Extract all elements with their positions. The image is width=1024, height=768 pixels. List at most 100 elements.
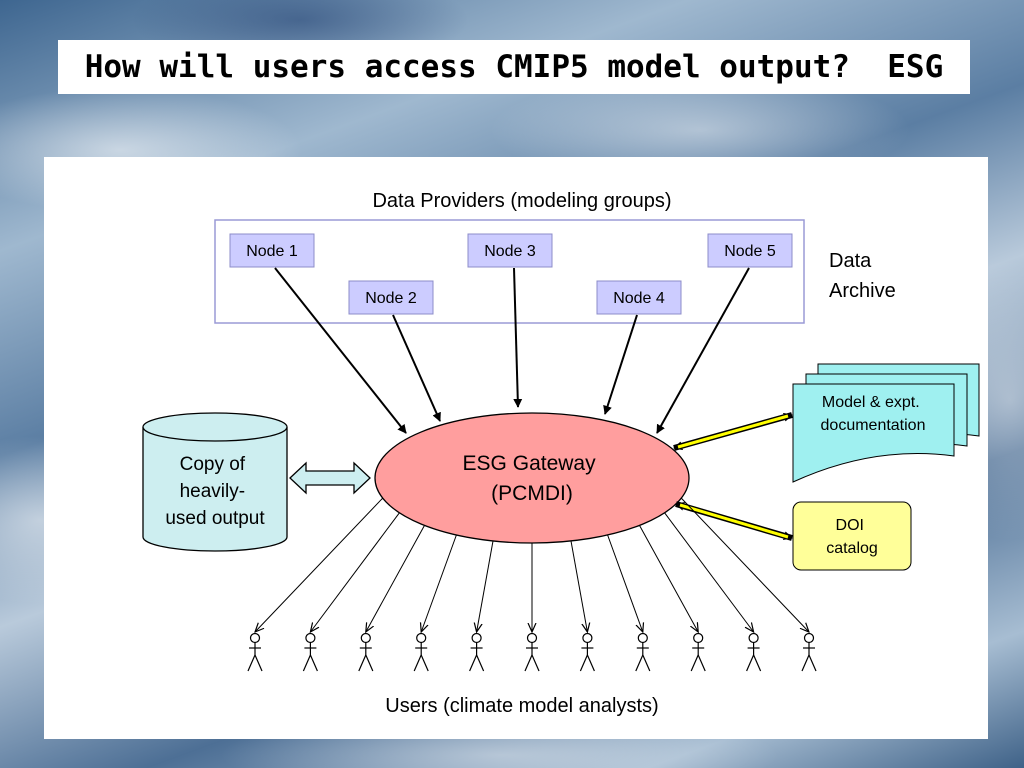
- node-1-box: [229, 233, 315, 268]
- user-head: [471, 632, 482, 644]
- node-3: Node 3: [467, 233, 553, 268]
- user-head: [526, 632, 538, 644]
- user-leg-left: [469, 654, 478, 672]
- user-leg-right: [254, 654, 263, 672]
- user-leg-right: [365, 654, 374, 672]
- user-figure-icon: [469, 632, 485, 672]
- user-leg-left: [302, 654, 311, 672]
- user-arrow: [310, 512, 400, 632]
- gateway-label-line2: (PCMDI): [491, 482, 573, 505]
- node-2-box: [348, 280, 434, 315]
- user-arrow: [366, 525, 425, 632]
- doc-page-front: [792, 383, 955, 483]
- user-figure-icon: [635, 632, 651, 672]
- user-leg-right: [476, 654, 485, 672]
- node-2: Node 2: [348, 280, 434, 315]
- user-head: [582, 632, 593, 644]
- user-leg-left: [801, 654, 810, 672]
- gateway-doi-arrow-fill: [679, 503, 789, 539]
- arrow-node1-gateway: [274, 267, 407, 434]
- slide-title-box: How will users access CMIP5 model output…: [58, 40, 970, 94]
- esg-gateway: ESG Gateway (PCMDI): [374, 412, 690, 544]
- user-leg-left: [524, 654, 533, 672]
- user-figure-icon: [247, 632, 263, 672]
- user-leg-right: [697, 654, 706, 672]
- user-arrow: [255, 497, 384, 632]
- node-4-label: Node 4: [613, 290, 665, 307]
- user-figure-icon: [579, 632, 595, 672]
- user-leg-right: [531, 654, 540, 672]
- user-arrow: [570, 540, 587, 632]
- node-1-label: Node 1: [246, 243, 298, 260]
- esg-gateway-label: ESG Gateway (PCMDI): [463, 452, 602, 505]
- copy-label-line2: heavily-: [180, 481, 245, 502]
- user-leg-right: [309, 654, 318, 672]
- user-arrows: [255, 497, 809, 632]
- data-archive-label: Data Archive: [829, 250, 896, 302]
- node-5-box: [707, 233, 793, 268]
- node-5: Node 5: [707, 233, 793, 268]
- user-figure-icon: [302, 632, 318, 672]
- docs-label-line1: Model & expt.: [822, 394, 920, 411]
- node-4-box: [596, 280, 682, 315]
- gateway-label-line1: ESG Gateway: [463, 452, 597, 475]
- user-head: [249, 632, 261, 644]
- user-leg-right: [420, 654, 429, 672]
- user-leg-right: [642, 654, 651, 672]
- user-arrow: [680, 497, 809, 632]
- doi-catalog: DOI catalog: [792, 501, 912, 571]
- user-leg-left: [413, 654, 422, 672]
- user-leg-left: [579, 654, 588, 672]
- user-leg-left: [635, 654, 644, 672]
- docs-label-line2: documentation: [821, 417, 926, 434]
- copy-cylinder-body: [142, 427, 288, 552]
- node-4: Node 4: [596, 280, 682, 315]
- users-label: Users (climate model analysts): [385, 695, 658, 717]
- user-head: [693, 632, 704, 644]
- doi-catalog-box: [792, 501, 912, 571]
- arrow-node4-gateway: [603, 314, 638, 415]
- arrow-node3-gateway: [513, 267, 523, 408]
- node-5-label: Node 5: [724, 243, 776, 260]
- user-arrow: [664, 512, 754, 632]
- user-figures: [247, 632, 817, 672]
- user-arrow: [421, 534, 457, 632]
- gateway-docs-arrow-fill: [677, 414, 789, 449]
- user-leg-left: [690, 654, 699, 672]
- esg-diagram: Data Providers (modeling groups) Data Ar…: [142, 190, 980, 717]
- copy-cylinder-label: Copy of heavily- used output: [165, 454, 265, 529]
- diagram-panel: Data Providers (modeling groups) Data Ar…: [44, 157, 988, 739]
- user-figure-icon: [524, 632, 540, 672]
- doi-catalog-label: DOI catalog: [826, 517, 878, 557]
- user-figure-icon: [358, 632, 374, 672]
- user-head: [360, 632, 371, 644]
- user-figure-icon: [690, 632, 706, 672]
- user-leg-left: [358, 654, 367, 672]
- user-figure-icon: [746, 632, 762, 672]
- gateway-docs-yellow-arrow: [673, 412, 793, 451]
- documentation-label: Model & expt. documentation: [821, 394, 926, 434]
- copy-cylinder: Copy of heavily- used output: [142, 412, 288, 552]
- user-leg-right: [753, 654, 762, 672]
- slide-title: How will users access CMIP5 model output…: [84, 49, 944, 85]
- copy-label-line1: Copy of: [180, 454, 246, 475]
- user-head: [416, 632, 427, 644]
- esg-gateway-ellipse: [374, 412, 690, 544]
- gateway-doi-yellow-arrow: [675, 501, 793, 541]
- user-leg-right: [808, 654, 817, 672]
- user-figure-icon: [413, 632, 429, 672]
- user-arrow: [639, 525, 699, 632]
- data-providers-label: Data Providers (modeling groups): [372, 190, 671, 212]
- user-head: [748, 632, 759, 644]
- copy-gateway-double-arrow: [289, 461, 371, 495]
- doi-label-line2: catalog: [826, 540, 878, 557]
- arrow-node2-gateway: [392, 314, 441, 422]
- node-3-box: [467, 233, 553, 268]
- user-arrow: [477, 540, 494, 632]
- data-archive-label-line1: Data: [829, 250, 872, 272]
- copy-cylinder-top: [142, 412, 288, 442]
- data-archive-label-line2: Archive: [829, 280, 896, 302]
- user-leg-right: [586, 654, 595, 672]
- user-head: [803, 632, 815, 644]
- user-leg-left: [746, 654, 755, 672]
